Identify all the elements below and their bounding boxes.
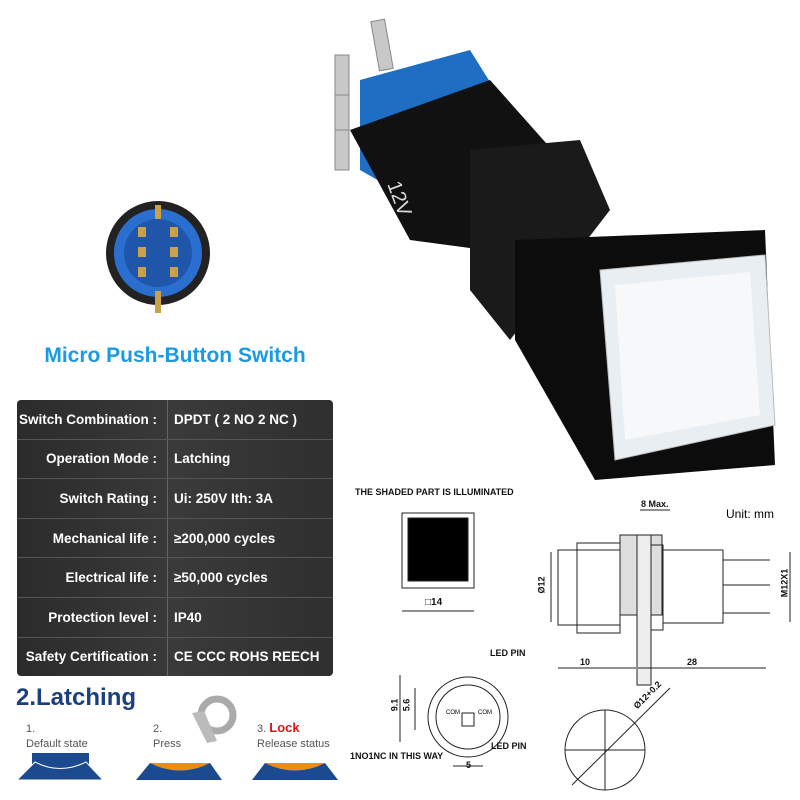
square-dim: □14 [425, 597, 443, 608]
step-label: Release status [257, 738, 330, 750]
spec-row: Electrical life : ≥50,000 cycles [17, 558, 333, 598]
spec-value: Latching [167, 439, 230, 479]
dia-dim: Ø12 [536, 576, 547, 594]
press-diagram [136, 763, 222, 780]
spec-row: Switch Rating : Ui: 250V Ith: 3A [17, 479, 333, 519]
dim-5-6: 5.6 [401, 698, 412, 712]
length-b: 28 [687, 657, 698, 667]
latching-diagrams [15, 753, 338, 781]
finger-press-icon [192, 695, 237, 743]
step-1: 1. Default state [26, 722, 88, 752]
product-title: Micro Push-Button Switch [44, 344, 306, 367]
spec-value: DPDT ( 2 NO 2 NC ) [167, 400, 297, 439]
spec-row: Operation Mode : Latching [17, 439, 333, 480]
spec-label: Operation Mode : [46, 451, 157, 467]
com-right: COM [478, 710, 492, 716]
max-dim: 8 Max. [641, 499, 669, 509]
led-pin-bottom: LED PIN [491, 741, 527, 751]
length-a: 10 [580, 657, 591, 667]
spec-row: Protection level : IP40 [17, 597, 333, 638]
step-number: 1. [26, 723, 36, 735]
spec-label: Switch Rating : [59, 490, 158, 506]
lock-diagram [252, 763, 338, 780]
step-number: 2. [153, 723, 163, 735]
spec-value: ≥200,000 cycles [167, 518, 275, 558]
step-label: Default state [26, 738, 88, 750]
spec-row: Safety Certification : CE CCC ROHS REECH [17, 637, 333, 677]
spec-label: Electrical life : [65, 570, 157, 586]
com-left: COM [446, 710, 460, 716]
spec-value: CE CCC ROHS REECH [167, 637, 320, 677]
spec-row: Mechanical life : ≥200,000 cycles [17, 518, 333, 559]
step-2: 2. Press [153, 722, 181, 752]
latching-title: 2.Latching [16, 684, 137, 711]
dim-9-1: 9.1 [389, 698, 400, 712]
push-button-product-image: 12V [334, 18, 776, 480]
spec-row: Switch Combination : DPDT ( 2 NO 2 NC ) [17, 400, 333, 440]
spec-label: Switch Combination : [19, 411, 157, 427]
dimension-drawing [399, 509, 791, 791]
lock-label: Lock [269, 720, 300, 735]
spec-label: Safety Certification : [25, 649, 157, 665]
unit-label: Unit: mm [726, 507, 774, 521]
wiring-note: 1NO1NC IN THIS WAY [350, 751, 444, 761]
switch-bottom-view-image [106, 201, 210, 313]
spec-label: Protection level : [48, 609, 157, 625]
step-number: 3. [257, 723, 267, 735]
step-label: Press [153, 738, 182, 750]
default-state-diagram [15, 753, 105, 781]
spec-label: Mechanical life : [52, 530, 157, 546]
spec-value: IP40 [167, 597, 202, 637]
shaded-note: THE SHADED PART IS ILLUMINATED [355, 487, 514, 497]
dim-5: 5 [466, 760, 472, 770]
thread-dim: M12X1 [779, 568, 790, 598]
spec-table: Switch Combination : DPDT ( 2 NO 2 NC ) O… [17, 400, 333, 677]
spec-value: ≥50,000 cycles [167, 558, 268, 597]
spec-value: Ui: 250V Ith: 3A [167, 479, 273, 518]
led-pin-top: LED PIN [490, 648, 526, 658]
